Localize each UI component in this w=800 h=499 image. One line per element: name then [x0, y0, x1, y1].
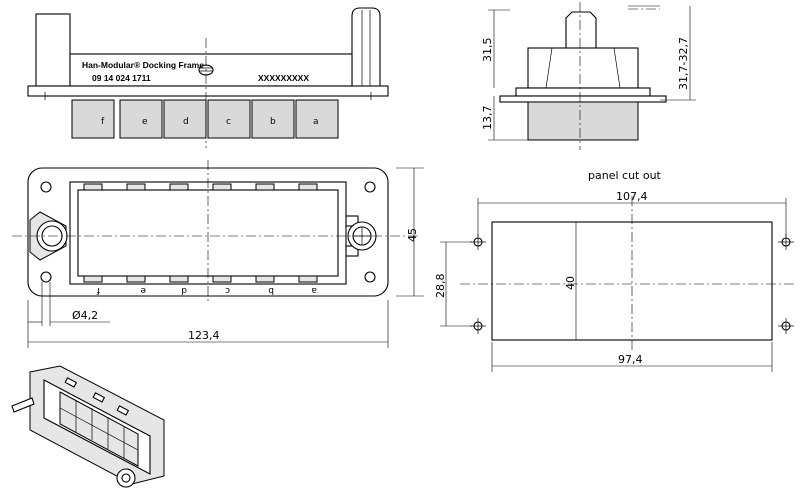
top-view: f e d c b a 45 Ø4,2: [12, 160, 424, 348]
module-label: c: [226, 117, 231, 127]
bottom-latches: [83, 275, 318, 283]
module-bay: [207, 99, 251, 139]
panel-cutout-view: panel cut out 107,4 97,4 40: [434, 169, 796, 372]
panel-cutout-title: panel cut out: [588, 169, 662, 182]
module-label: c: [225, 285, 230, 295]
module-bay: [295, 99, 339, 139]
marking: XXXXXXXXX: [258, 73, 309, 83]
product-name: Han-Modular® Docking Frame: [82, 60, 204, 70]
front-view: Han-Modular® Docking Frame 09 14 024 171…: [27, 7, 389, 148]
dim-side-height: 31,5: [481, 38, 494, 63]
mounting-hole: [364, 271, 376, 283]
front-left-post: [35, 13, 71, 87]
lever-rod: [11, 397, 35, 413]
side-flange: [499, 95, 667, 103]
front-right-post: [351, 7, 381, 86]
side-view: 31,5 13,7 31,7-32,7: [481, 2, 696, 150]
mounting-hole: [40, 181, 52, 193]
top-latches: [83, 183, 318, 191]
dim-side-lower: 13,7: [481, 106, 494, 131]
dim-hole-spacing: 28,8: [434, 274, 447, 299]
module-label: d: [183, 117, 189, 127]
module-label: f: [101, 117, 105, 127]
part-number: 09 14 024 1711: [92, 73, 151, 83]
module-label: d: [181, 285, 187, 295]
dim-cutout-height: 40: [564, 276, 577, 290]
module-bay: [163, 99, 207, 139]
module-bay: [119, 99, 163, 139]
front-flange: [27, 85, 389, 97]
module-bay: [71, 99, 115, 139]
dim-hole-diameter: Ø4,2: [72, 309, 98, 322]
dim-outer-width: 107,4: [616, 190, 648, 203]
mounting-hole: [364, 181, 376, 193]
module-bay: [251, 99, 295, 139]
module-label: a: [311, 285, 317, 295]
mounting-hole: [40, 271, 52, 283]
module-label: e: [142, 117, 148, 127]
dim-frame-height: 45: [406, 228, 419, 242]
bottom-module-labels: f e d c b a: [96, 285, 317, 295]
dim-frame-width: 123,4: [188, 329, 220, 342]
isometric-view: [11, 365, 165, 488]
side-module: [527, 101, 639, 141]
module-label: f: [96, 285, 100, 295]
side-body: [527, 47, 639, 89]
module-label: b: [268, 285, 274, 295]
module-label: b: [270, 117, 276, 127]
dim-side-range: 31,7-32,7: [677, 37, 690, 90]
module-label: a: [313, 117, 319, 127]
module-label: e: [140, 285, 146, 295]
dim-inner-width: 97,4: [618, 353, 643, 366]
module-bays: f e d c b a: [71, 99, 339, 139]
